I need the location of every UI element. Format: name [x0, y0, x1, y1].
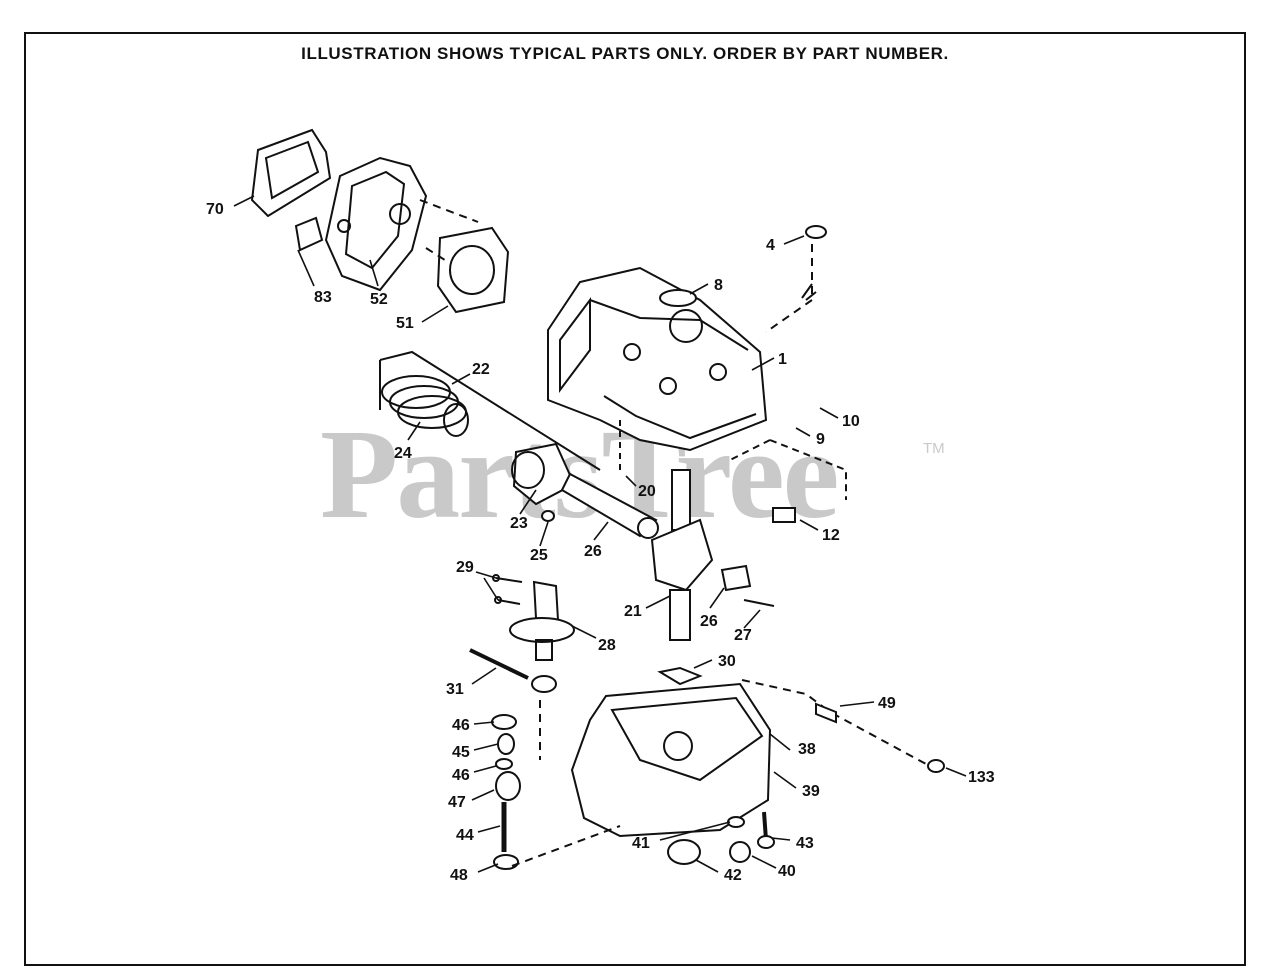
callout-43: 43 [796, 835, 814, 852]
callout-47: 47 [448, 794, 466, 811]
callout-70: 70 [206, 201, 224, 218]
callout-45: 45 [452, 744, 470, 761]
callout-48: 48 [450, 867, 468, 884]
watermark-logo: PartsTree [320, 403, 839, 545]
callout-51: 51 [396, 315, 414, 332]
callout-4: 4 [766, 237, 775, 254]
callout-28: 28 [598, 637, 616, 654]
callout-31: 31 [446, 681, 464, 698]
callout-1: 1 [778, 351, 787, 368]
callout-30: 30 [718, 653, 736, 670]
callout-44: 44 [456, 827, 474, 844]
camshaft-group [469, 574, 575, 760]
callout-40: 40 [778, 863, 796, 880]
callout-24: 24 [394, 445, 412, 462]
callout-29: 29 [456, 559, 474, 576]
callout-20: 20 [638, 483, 656, 500]
callout-41: 41 [632, 835, 650, 852]
engine-block [547, 225, 847, 523]
callout-46a: 46 [452, 717, 470, 734]
crankcase-cover [570, 666, 945, 838]
callout-52: 52 [370, 291, 388, 308]
watermark-trademark: TM [923, 440, 945, 457]
leader-lines [233, 195, 967, 873]
bottom-hardware [667, 811, 775, 865]
callout-26b: 26 [700, 613, 718, 630]
callout-23: 23 [510, 515, 528, 532]
callout-21: 21 [624, 603, 642, 620]
callout-9: 9 [816, 431, 825, 448]
callout-22: 22 [472, 361, 490, 378]
callout-27: 27 [734, 627, 752, 644]
callout-10: 10 [842, 413, 860, 430]
callout-46b: 46 [452, 767, 470, 784]
cylinder-head-group [250, 128, 510, 314]
callout-42: 42 [724, 867, 742, 884]
header-note: ILLUSTRATION SHOWS TYPICAL PARTS ONLY. O… [301, 44, 949, 63]
piston-assembly [379, 350, 659, 539]
callout-83: 83 [314, 289, 332, 306]
callout-8: 8 [714, 277, 723, 294]
governor-parts [491, 714, 621, 870]
callout-labels: 70 83 52 51 4 8 1 22 24 10 9 12 20 23 25… [206, 201, 995, 884]
callout-12: 12 [822, 527, 840, 544]
callout-26a: 26 [584, 543, 602, 560]
callout-38: 38 [798, 741, 816, 758]
callout-49: 49 [878, 695, 896, 712]
callout-133: 133 [968, 769, 995, 786]
crankshaft [650, 469, 775, 641]
callout-39: 39 [802, 783, 820, 800]
diagram-frame [24, 32, 1246, 966]
callout-25: 25 [530, 547, 548, 564]
